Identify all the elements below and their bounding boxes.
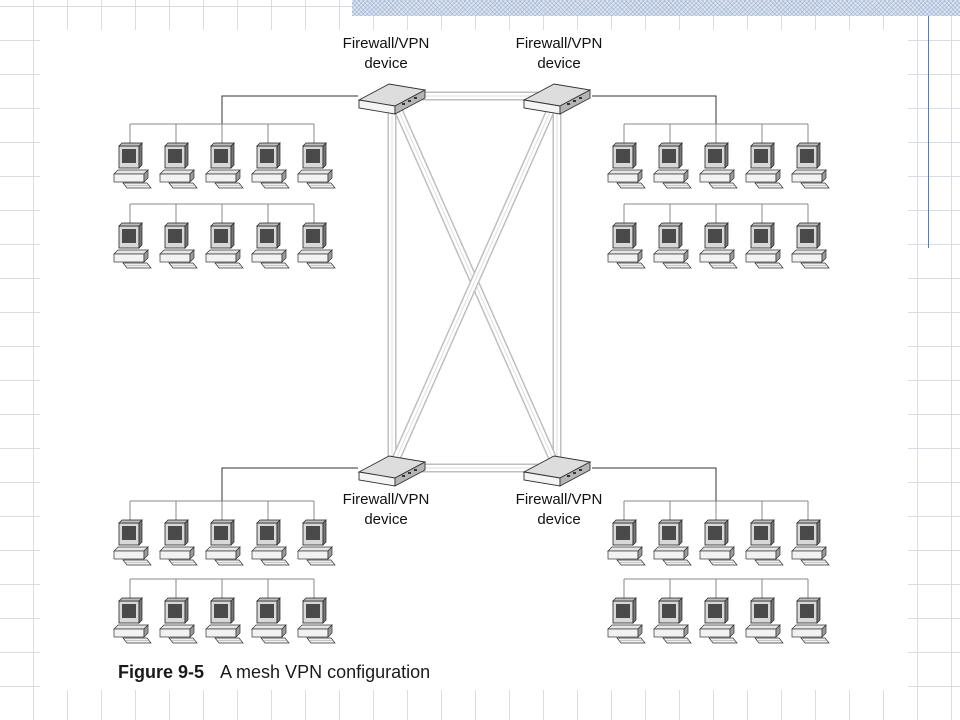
- computer-icon: [653, 597, 692, 644]
- computer-icon: [653, 222, 692, 269]
- computer-icon: [159, 222, 198, 269]
- computer-icon: [297, 597, 336, 644]
- computer-icon: [205, 519, 244, 566]
- computer-icon: [251, 519, 290, 566]
- computer-icon: [791, 222, 830, 269]
- computer-icon: [113, 519, 152, 566]
- firewall-vpn-device-icon: [523, 455, 591, 487]
- computer-icon: [607, 222, 646, 269]
- computer-icon: [791, 142, 830, 189]
- figure-title: A mesh VPN configuration: [220, 662, 431, 682]
- computer-cluster-top-right: [592, 95, 830, 269]
- computer-icon: [791, 597, 830, 644]
- computer-icon: [791, 519, 830, 566]
- computer-icon: [205, 222, 244, 269]
- computer-icon: [159, 519, 198, 566]
- computer-icon: [251, 222, 290, 269]
- figure-caption: Figure 9-5 A mesh VPN configuration: [118, 662, 430, 683]
- computer-icon: [113, 142, 152, 189]
- computer-icon: [699, 597, 738, 644]
- device-label-top-right: Firewall/VPN device: [515, 35, 603, 72]
- computer-icon: [745, 222, 784, 269]
- computer-cluster-top-left: [113, 95, 358, 269]
- top-decorative-band: [352, 0, 960, 16]
- figure-panel: [40, 30, 908, 690]
- computer-cluster-bottom-right: [592, 467, 830, 644]
- computer-icon: [159, 142, 198, 189]
- computer-icon: [745, 142, 784, 189]
- computer-icon: [159, 597, 198, 644]
- device-label-top-left: Firewall/VPN device: [342, 35, 430, 72]
- mesh-link: [387, 91, 562, 473]
- computer-icon: [607, 142, 646, 189]
- computer-cluster-bottom-left: [113, 467, 358, 644]
- computer-icon: [653, 142, 692, 189]
- firewall-vpn-device-icon: [358, 455, 426, 487]
- computer-icon: [113, 222, 152, 269]
- computer-icon: [297, 142, 336, 189]
- computer-icon: [607, 597, 646, 644]
- firewall-vpn-device-icon: [523, 83, 591, 115]
- firewall-vpn-device-icon: [358, 83, 426, 115]
- computer-icon: [745, 519, 784, 566]
- device-label-bottom-right: Firewall/VPN device: [515, 491, 603, 528]
- computer-icon: [251, 142, 290, 189]
- right-accent-rule: [928, 16, 929, 248]
- computer-icon: [653, 519, 692, 566]
- computer-icon: [699, 142, 738, 189]
- computer-icon: [699, 222, 738, 269]
- computer-icon: [297, 222, 336, 269]
- computer-icon: [745, 597, 784, 644]
- figure-number: Figure 9-5: [118, 662, 205, 682]
- computer-icon: [113, 597, 152, 644]
- device-label-bottom-left: Firewall/VPN device: [342, 491, 430, 528]
- computer-icon: [699, 519, 738, 566]
- computer-icon: [205, 142, 244, 189]
- computer-icon: [251, 597, 290, 644]
- computer-icon: [205, 597, 244, 644]
